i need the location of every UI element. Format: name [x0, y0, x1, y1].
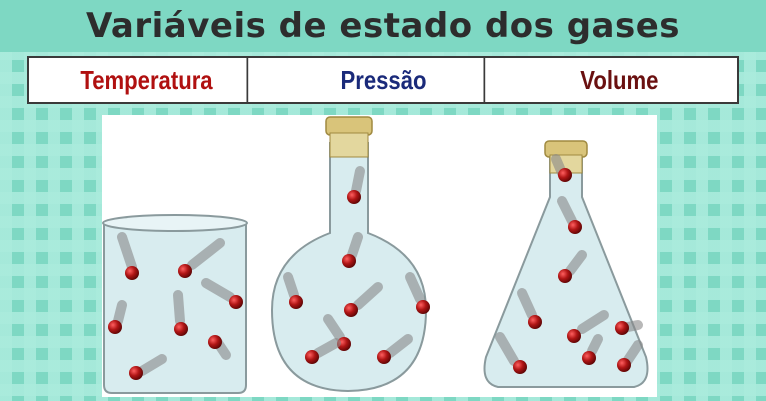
erlenmeyer-particles — [495, 154, 643, 374]
variables-table: Temperatura Pressão Volume — [27, 56, 739, 104]
round-flask-particles — [283, 166, 430, 364]
column-volume: Volume — [580, 64, 659, 95]
gas-containers-illustration — [102, 116, 649, 394]
column-temperatura: Temperatura — [47, 58, 248, 102]
beaker-particles — [108, 232, 243, 380]
title-bar — [0, 0, 766, 52]
page-title: Variáveis de estado dos gases — [85, 6, 681, 46]
illustration-panel — [102, 115, 657, 397]
column-pressao: Pressão — [283, 58, 485, 102]
